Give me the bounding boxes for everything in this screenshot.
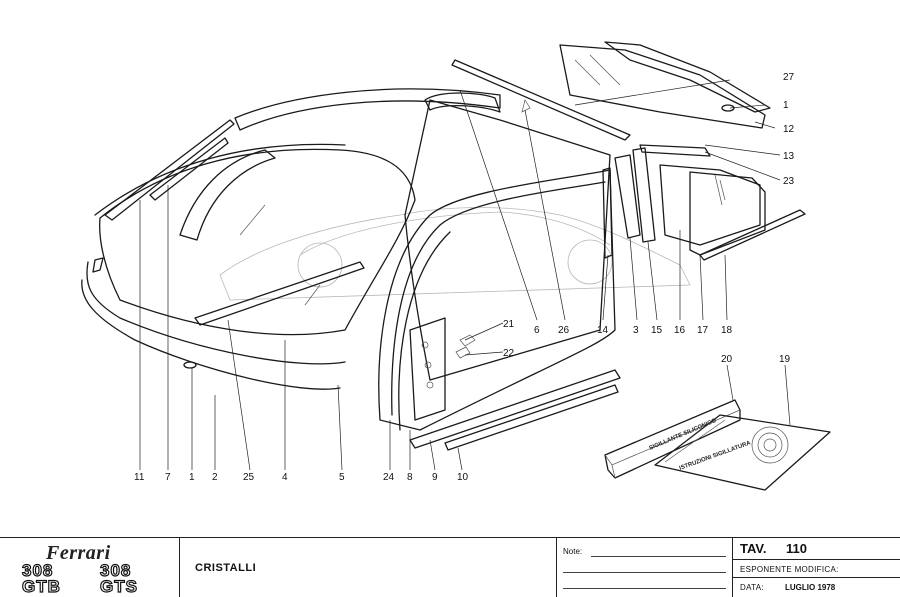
- tav-label: TAV.: [740, 541, 767, 556]
- clip-1: [183, 361, 197, 369]
- note-line: [591, 556, 726, 557]
- callout-16: 16: [674, 325, 686, 336]
- diagram-canvas: SIGILLANTE SILICONICO ISTRUZIONI SIGILLA…: [81, 41, 831, 491]
- callout-21: 21: [503, 319, 515, 330]
- quarter-glass-16: [659, 164, 761, 246]
- callout-7: 7: [165, 472, 171, 483]
- callout-10: 10: [457, 472, 469, 483]
- quarter-glass-assembly: [659, 164, 806, 261]
- logo-cell: Ferrari 308 GTB 308 GTS: [0, 538, 180, 597]
- date-value: LUGLIO 1978: [785, 583, 836, 592]
- tav-number: 110: [786, 541, 807, 556]
- door-frame-inner: [391, 181, 606, 416]
- exponent-row: ESPONENTE MODIFICA:: [733, 560, 900, 578]
- date-row: DATA: LUGLIO 1978: [733, 578, 900, 597]
- notes-label: Note:: [563, 547, 583, 556]
- callout-25: 25: [243, 472, 255, 483]
- callout-9: 9: [432, 472, 438, 483]
- door-seal-top: [424, 92, 501, 113]
- callout-8: 8: [407, 472, 413, 483]
- background-car-outline: [219, 207, 691, 301]
- rear-seal-23: [639, 144, 711, 157]
- seal-strip-25: [194, 261, 365, 326]
- section-title: CRISTALLI: [195, 562, 257, 574]
- rear-frame-27: [604, 41, 771, 113]
- inner-frame-seal: [179, 149, 276, 241]
- callout-5: 5: [339, 472, 345, 483]
- windscreen-glass: [99, 148, 416, 336]
- quarter-frame-17: [689, 171, 766, 256]
- note-line: [563, 588, 726, 589]
- callout-12: 12: [783, 124, 795, 135]
- windscreen-assembly: [81, 88, 501, 390]
- sealant-accessories: SIGILLANTE SILICONICO ISTRUZIONI SIGILLA…: [604, 399, 831, 491]
- vertical-strip-15: [632, 147, 656, 243]
- quarter-strip-18: [699, 209, 806, 261]
- instruction-sheet-19: [654, 414, 831, 491]
- callout-labels: 27 1 12 13 23 21 22 20 19 11 7 1 2 25 4 …: [134, 72, 795, 483]
- rear-screen-assembly: [451, 41, 771, 157]
- callout-2: 2: [212, 472, 218, 483]
- vertical-strip-14: [602, 167, 613, 259]
- callout-22: 22: [503, 348, 515, 359]
- sealant-box-20: [604, 399, 741, 479]
- pillar-trim-7: [149, 137, 229, 201]
- rear-glass-12: [559, 44, 766, 129]
- title-block: Ferrari 308 GTB 308 GTS CRISTALLI Note: …: [0, 537, 900, 597]
- door-frame-outer: [398, 231, 451, 431]
- top-seal-strip: [234, 88, 501, 131]
- callout-26: 26: [558, 325, 570, 336]
- model-code-gts: GTS: [99, 577, 138, 596]
- table-number-row: TAV. 110: [733, 538, 900, 560]
- callout-20: 20: [721, 354, 733, 365]
- windscreen-frame-lower: [86, 261, 346, 365]
- callout-19: 19: [779, 354, 791, 365]
- vertical-strip-3: [614, 154, 641, 239]
- model-number-gtb: 308: [21, 561, 54, 580]
- model-code-gtb: GTB: [21, 577, 61, 596]
- section-title-cell: CRISTALLI: [180, 538, 557, 597]
- pillar-trim-11: [104, 119, 235, 221]
- exploded-parts-diagram: SIGILLANTE SILICONICO ISTRUZIONI SIGILLA…: [81, 41, 831, 491]
- exponent-label: ESPONENTE MODIFICA:: [740, 565, 839, 574]
- sill-strip-9: [409, 369, 621, 449]
- notes-cell: Note:: [557, 538, 733, 597]
- callout-11: 11: [134, 472, 145, 483]
- callout-24: 24: [383, 472, 395, 483]
- callout-1-rear: 1: [783, 100, 789, 111]
- door-frame-24: [378, 169, 616, 431]
- callout-23: 23: [783, 176, 795, 187]
- note-line: [563, 572, 726, 573]
- windscreen-outer-seal: [81, 279, 341, 390]
- door-panel-8: [409, 317, 446, 421]
- leader-lines: [139, 79, 791, 471]
- callout-15: 15: [651, 325, 663, 336]
- brand-logo: Ferrari: [46, 542, 111, 564]
- sill-strip-10: [444, 384, 619, 451]
- model-number-gts: 308: [99, 561, 132, 580]
- callout-1-front: 1: [189, 472, 195, 483]
- table-info-cell: TAV. 110 ESPONENTE MODIFICA: DATA: LUGLI…: [733, 538, 900, 597]
- callout-17: 17: [697, 325, 709, 336]
- callout-14: 14: [597, 325, 609, 336]
- callout-13: 13: [783, 151, 795, 162]
- callout-6: 6: [534, 325, 540, 336]
- rear-seal-13: [451, 59, 631, 141]
- callout-27: 27: [783, 72, 795, 83]
- callout-18: 18: [721, 325, 733, 336]
- side-strip-1: [92, 257, 104, 273]
- callout-4: 4: [282, 472, 288, 483]
- door-glass-assembly: [378, 92, 656, 451]
- door-glass-6: [404, 99, 611, 381]
- date-label: DATA:: [740, 583, 764, 592]
- windscreen-reflection: [239, 204, 266, 236]
- callout-3: 3: [633, 325, 639, 336]
